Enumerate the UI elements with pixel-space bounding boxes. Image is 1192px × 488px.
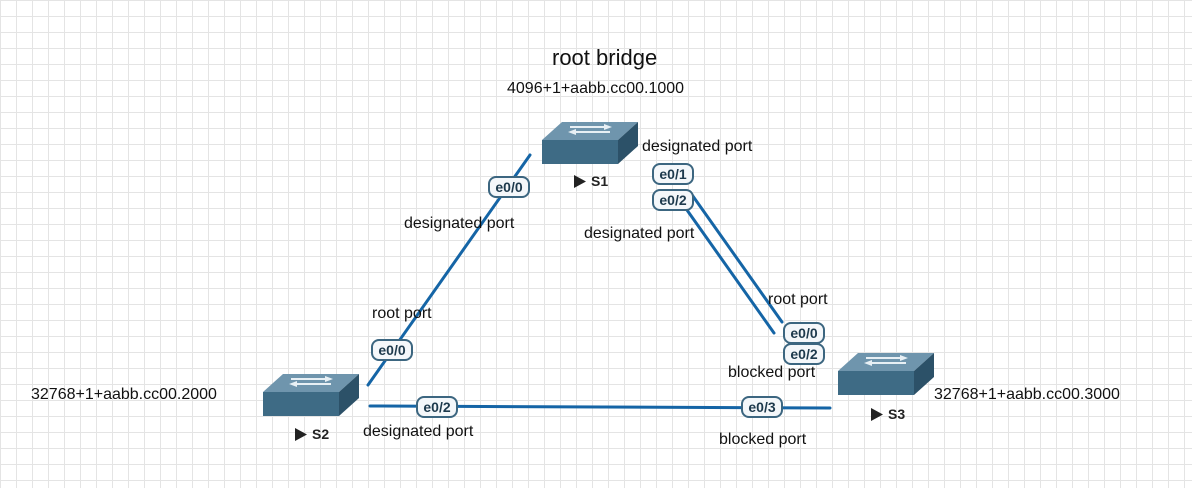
role-s3-e0-3: blocked port	[719, 431, 807, 448]
play-icon	[295, 427, 307, 441]
role-s2-e0-2: designated port	[363, 423, 474, 440]
device-label-s2[interactable]: S2	[295, 426, 329, 442]
bridge-id-s1: 4096+1+aabb.cc00.1000	[507, 80, 685, 97]
role-s1-e0-0: designated port	[404, 215, 515, 232]
port-s1-e0-0[interactable]: e0/0	[488, 176, 530, 198]
root-bridge-title: root bridge	[552, 45, 658, 70]
port-s2-e0-2[interactable]: e0/2	[416, 396, 458, 418]
bridge-id-s2: 32768+1+aabb.cc00.2000	[31, 386, 217, 403]
device-label-s3[interactable]: S3	[871, 406, 905, 422]
device-label-s1[interactable]: S1	[574, 173, 608, 189]
role-s1-e0-2: designated port	[584, 225, 695, 242]
port-s3-e0-2[interactable]: e0/2	[783, 343, 825, 365]
port-s1-e0-1[interactable]: e0/1	[652, 163, 694, 185]
play-icon	[574, 174, 586, 188]
role-s2-e0-0: root port	[372, 305, 432, 322]
port-s2-e0-0[interactable]: e0/0	[371, 339, 413, 361]
port-s1-e0-2[interactable]: e0/2	[652, 189, 694, 211]
switch-icon[interactable]	[263, 374, 359, 416]
link-s1-s3-b[interactable]	[680, 201, 776, 335]
play-icon	[871, 407, 883, 421]
switch-icon[interactable]	[838, 353, 934, 395]
bridge-id-s3: 32768+1+aabb.cc00.3000	[934, 386, 1120, 403]
port-s3-e0-3[interactable]: e0/3	[741, 396, 783, 418]
link-s1-s3-a[interactable]	[688, 190, 784, 324]
switch-icon[interactable]	[542, 122, 638, 164]
role-s1-e0-1: designated port	[642, 138, 753, 155]
role-s3-e0-2: blocked port	[728, 364, 816, 381]
role-s3-e0-0: root port	[768, 291, 828, 308]
port-s3-e0-0[interactable]: e0/0	[783, 322, 825, 344]
